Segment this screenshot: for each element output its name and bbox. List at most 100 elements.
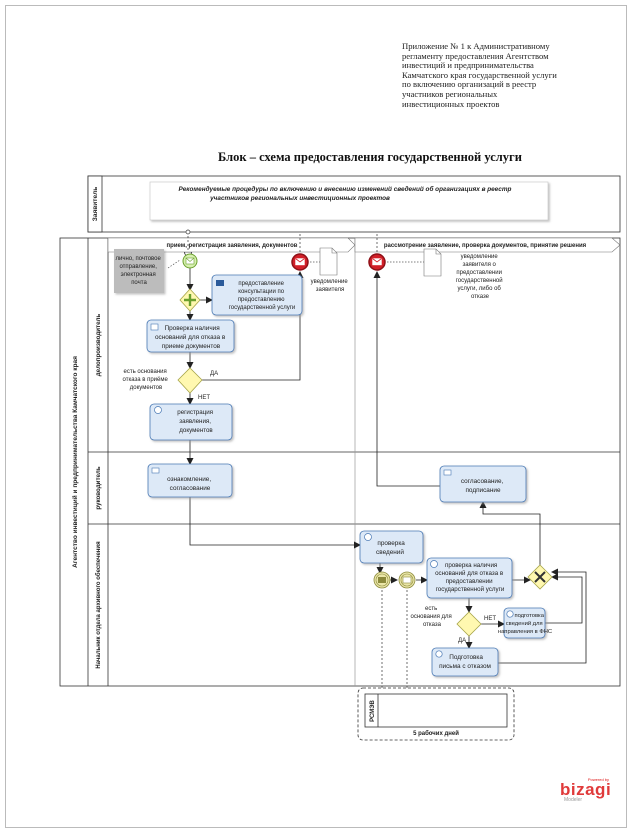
task-refusal-line: Подготовка — [449, 654, 483, 661]
manual-task-icon — [150, 323, 159, 331]
document-icon — [423, 248, 442, 277]
task-check2-line: предоставлении — [446, 578, 494, 585]
annotation-submit-line: почта — [131, 280, 147, 286]
gateway-q1-line: документов — [130, 385, 162, 391]
intermediate-send-event — [373, 571, 391, 589]
annotation-submit-line: электронная — [121, 272, 156, 278]
associations — [167, 259, 424, 269]
svg-text:подготовка сведений для: подготовка сведений для направления в ФН… — [498, 613, 552, 635]
annotation-notify: уведомление заявителя — [311, 279, 350, 293]
sequence-flows — [186, 268, 587, 664]
task-head-review-line: согласование — [170, 485, 211, 492]
svg-text:Проверка наличия основан: Проверка наличия оснований для отказа в … — [155, 325, 227, 350]
user-task-icon — [435, 650, 443, 658]
task-register-line: регистрация — [177, 409, 213, 416]
task-check-documents: Проверка наличия оснований для отказа в … — [146, 319, 235, 353]
phase-1-label: прием, регистрация заявления, документов — [167, 243, 298, 249]
user-task-icon — [430, 560, 438, 568]
gateway-q1-label: есть основания отказа в приёме документо… — [123, 369, 170, 391]
task-check1-line: Проверка наличия — [165, 325, 221, 332]
lane-head-label: руководитель — [95, 466, 102, 509]
pool-agency-label: Агентство инвестиций и предпринимательст… — [71, 356, 79, 568]
annotation-notify-decision: уведомление заявителя о предоставлении г… — [456, 254, 505, 300]
brand-modeler: Modeler — [564, 797, 583, 803]
envelope-icon — [378, 577, 386, 583]
external-timer: 5 рабочих дней — [413, 730, 459, 737]
task-check2-line: государственной услуги — [436, 586, 505, 593]
annex-line: Приложение № 1 к Административному — [402, 41, 550, 51]
start-message-event — [182, 253, 198, 269]
page-title: Блок – схема предоставления государствен… — [218, 150, 522, 164]
annotation-notify-decision-line: заявителя о — [462, 262, 496, 268]
task-head-review-line: ознакомление, — [167, 476, 211, 483]
gateway-q1-yes: ДА — [210, 371, 218, 377]
svg-text:предоставление консульта: предоставление консультации по предостав… — [229, 281, 296, 311]
parallel-gateway — [179, 288, 201, 312]
svg-text:проверка сведений: проверка сведений — [376, 540, 407, 556]
gateway-q1-line: есть основания — [124, 369, 167, 375]
task-verify: проверка сведений — [359, 530, 424, 564]
gateway-q1-line: отказа в приёме — [123, 377, 169, 383]
task-check1-line: оснований для отказа в — [155, 333, 226, 341]
task-verify-line: сведений — [376, 548, 404, 556]
task-approve: согласование, подписание — [439, 465, 527, 503]
brand-name: bizagi — [560, 780, 612, 799]
document-icon — [319, 247, 338, 276]
annotation-notify-decision-line: отказе — [471, 294, 490, 300]
annex-line: по включению организаций в реестр — [402, 79, 537, 90]
task-prepare-fns-line: сведений для — [506, 620, 543, 627]
gateway-q2-line: отказа — [423, 622, 442, 628]
svg-text:согласование, подписание: согласование, подписание — [461, 478, 505, 494]
task-approve-line: согласование, — [461, 478, 504, 485]
external-label: РСМЭВ — [370, 699, 376, 721]
task-refusal-letter: Подготовка письма с отказом — [431, 647, 499, 677]
task-head-review: ознакомление, согласование — [147, 463, 233, 498]
exclusive-gateway-q2 — [456, 611, 482, 637]
task-register-line: заявления, — [179, 418, 211, 425]
annex-line: участников региональных — [402, 88, 498, 99]
task-check-grounds: проверка наличия оснований для отказа в … — [426, 557, 513, 599]
annotation-submit-line: отправление, — [119, 264, 157, 270]
user-task-icon — [364, 533, 372, 541]
task-verify-line: проверка — [377, 540, 405, 547]
task-prepare-fns: подготовка сведений для направления в ФН… — [498, 607, 552, 639]
svg-text:ознакомление, согласован: ознакомление, согласование — [167, 476, 213, 492]
annotation-notify-line: уведомление — [311, 279, 349, 285]
send-message-icon — [216, 280, 224, 286]
svg-text:Подготовка письма с отка: Подготовка письма с отказом — [439, 654, 491, 670]
task-approve-line: подписание — [465, 487, 500, 494]
task-check2-line: проверка наличия — [445, 562, 497, 569]
external-system-rsmev: РСМЭВ 5 рабочих дней — [357, 687, 515, 741]
task-consult: предоставление консультации по предостав… — [211, 274, 303, 316]
user-task-icon — [154, 406, 162, 414]
manual-task-icon — [151, 467, 160, 474]
exclusive-gateway-q1 — [177, 367, 203, 394]
task-prepare-fns-line: направления в ФНС — [498, 629, 552, 635]
applicant-text-line2: участников региональных инвестиционных п… — [209, 195, 390, 202]
exclusive-gateway-merge — [527, 564, 553, 590]
bizagi-logo: Powered by bizagi Modeler — [560, 777, 615, 803]
svg-text:лично, почтовое отправле: лично, почтовое отправление, электронная… — [115, 256, 162, 286]
task-refusal-line: письма с отказом — [439, 663, 491, 670]
gateway-q2-line: основания для — [411, 614, 452, 620]
lane-clerk-label: делопроизводитель — [95, 314, 102, 377]
end-message-event-decision — [368, 253, 386, 271]
phase-headers: прием, регистрация заявления, документов… — [107, 237, 621, 253]
gateway-q1-no: НЕТ — [198, 395, 210, 401]
task-check2-line: оснований для отказа в — [435, 570, 504, 577]
annex-line: регламенту предоставления Агентством — [402, 50, 549, 61]
phase-2-label: рассмотрение заявление, проверка докумен… — [384, 243, 587, 249]
gateway-q2-label: есть основания для отказа — [411, 606, 454, 628]
task-prepare-fns-line: подготовка — [514, 613, 544, 619]
task-check1-line: приеме документов — [162, 343, 221, 350]
brand-powered: Powered by — [587, 777, 609, 782]
pool-applicant-label: Заявитель — [92, 187, 99, 221]
pool-applicant: Заявитель Рекомендуемые процедуры по вкл… — [87, 175, 621, 233]
user-task-icon — [506, 610, 514, 618]
annex-header: Приложение № 1 к Административному регла… — [402, 41, 602, 109]
applicant-text-line1: Рекомендуемые процедуры по включению и в… — [179, 185, 512, 193]
annex-line: Камчатского края государственной услуги — [402, 69, 557, 80]
annex-line: инвестиционных проектов — [402, 98, 500, 109]
manual-task-icon — [443, 469, 452, 476]
